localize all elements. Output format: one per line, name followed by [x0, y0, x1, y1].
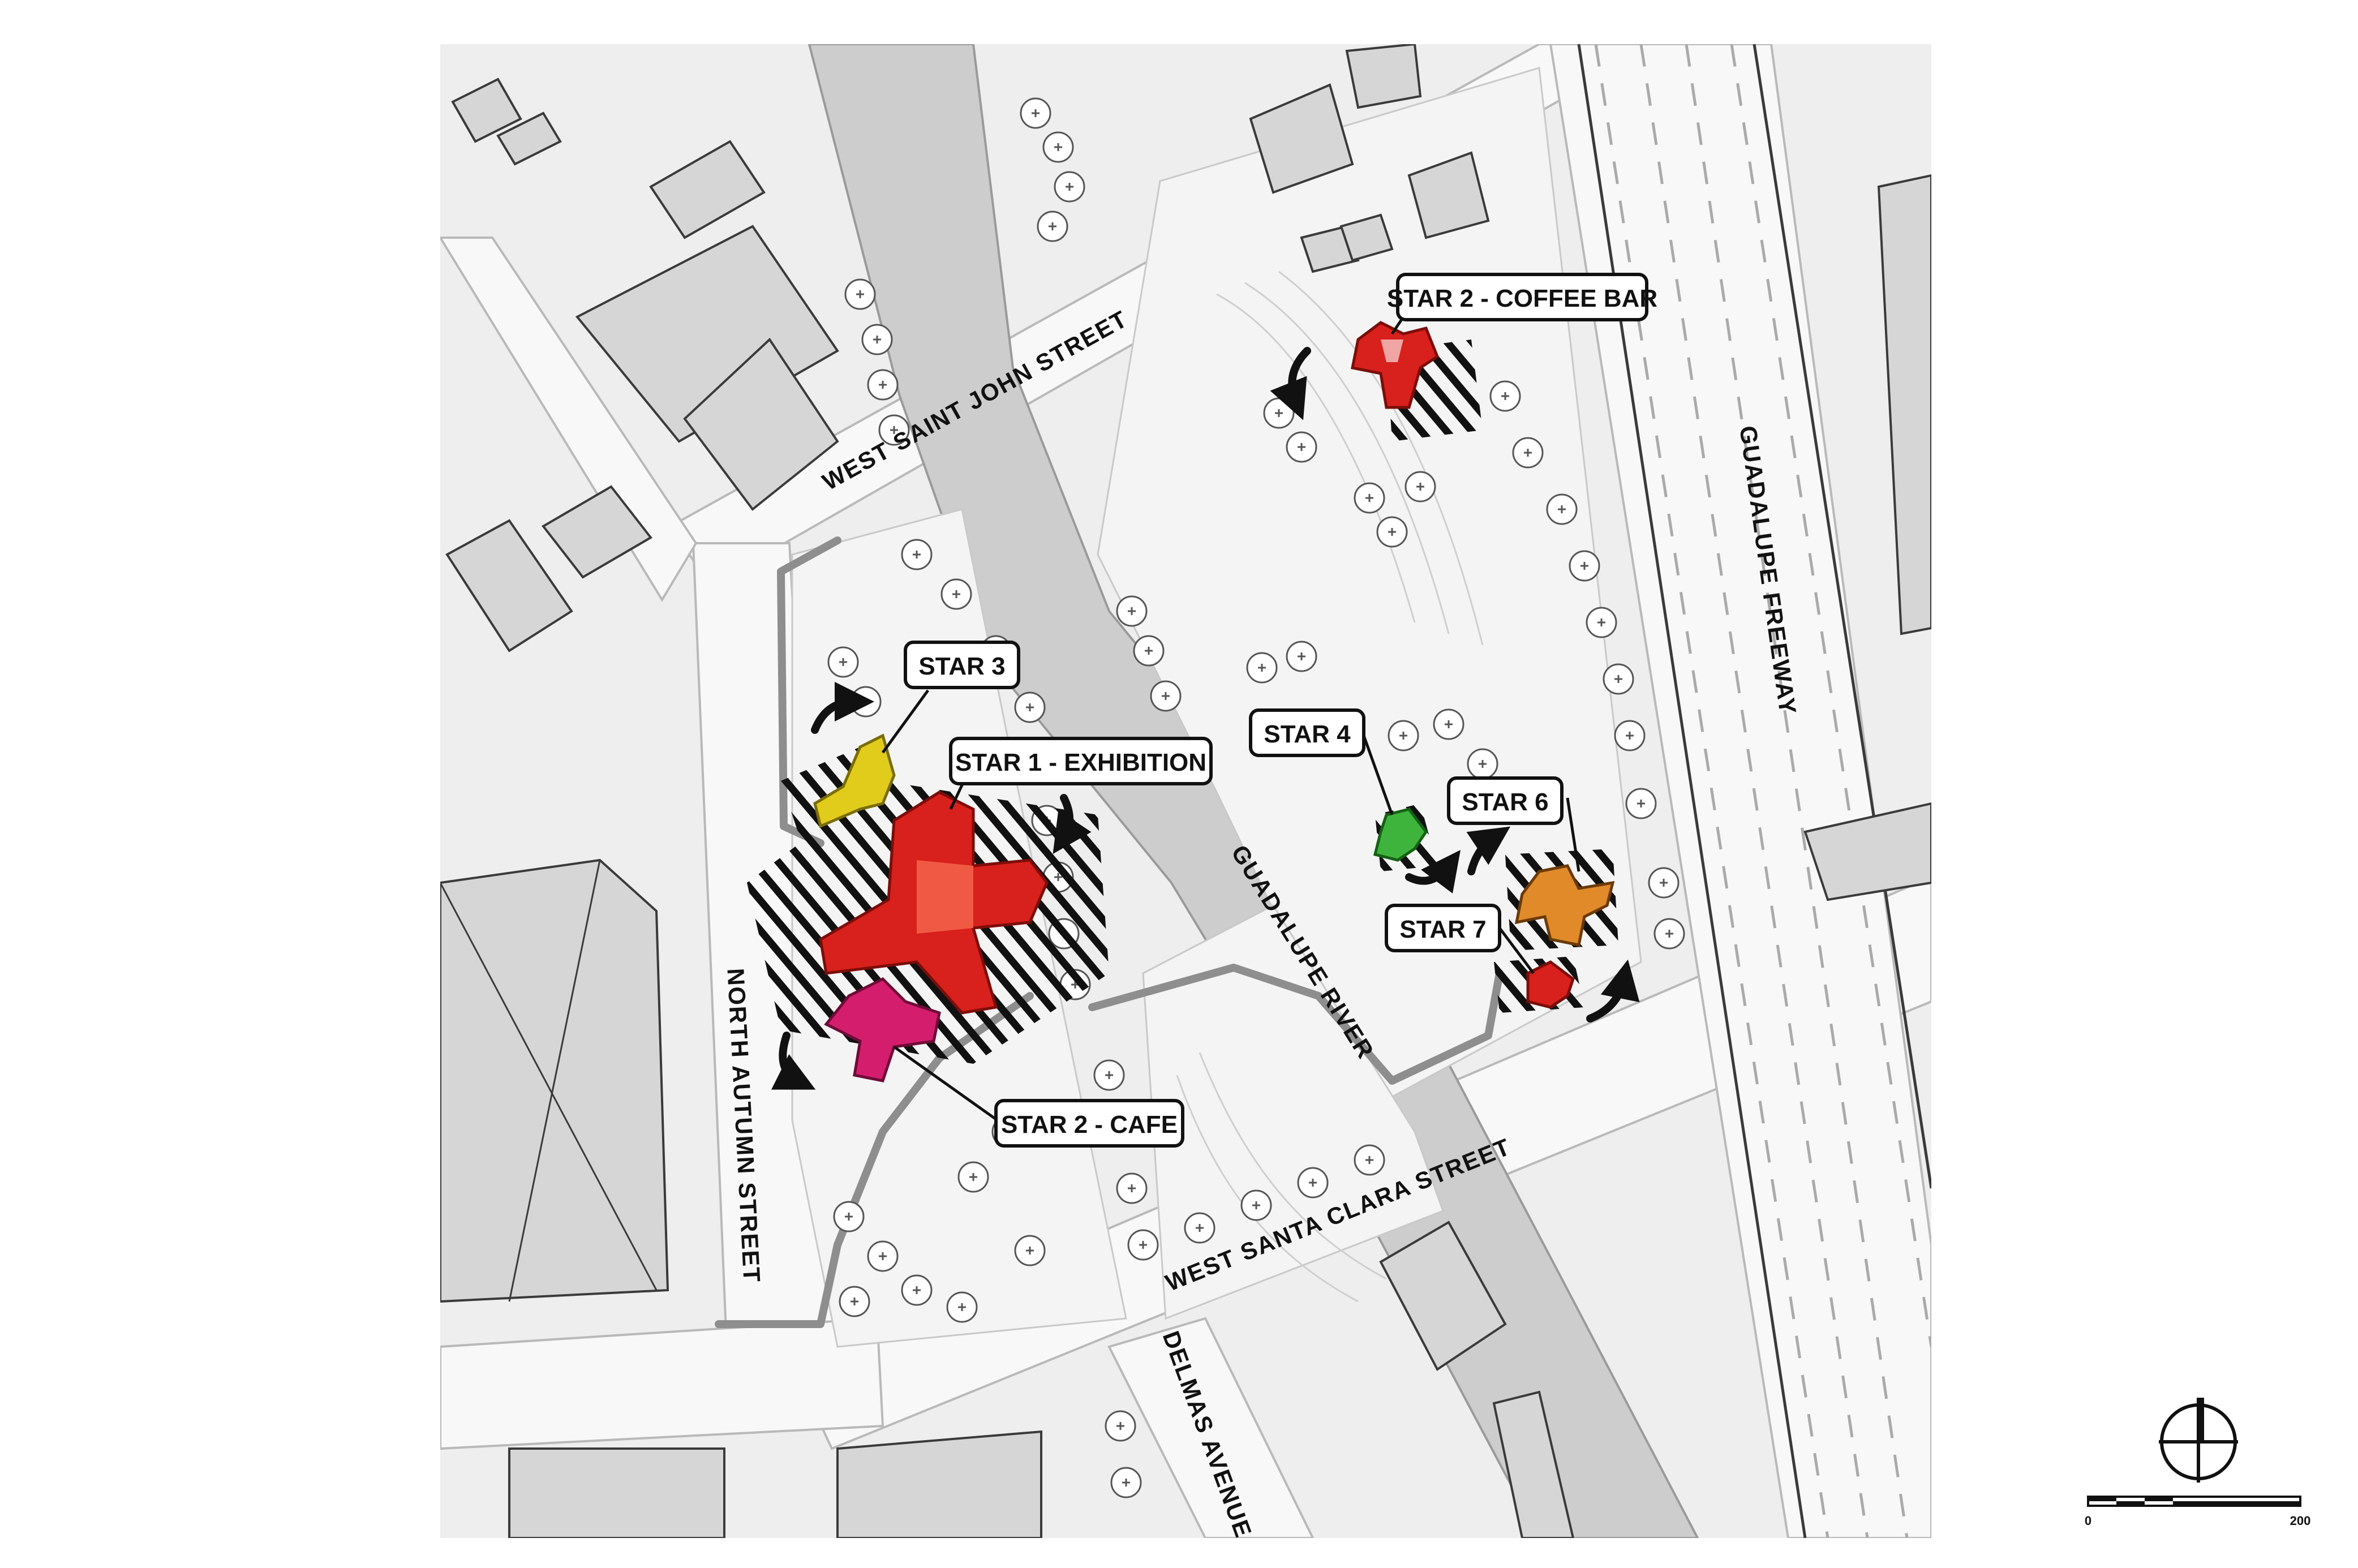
rotation-arrow-icon — [1405, 850, 1461, 894]
rotation-arrow-icon — [1466, 826, 1511, 875]
guadalupe-freeway-road — [1549, 44, 1931, 1538]
svg-text:STAR 3: STAR 3 — [918, 652, 1005, 680]
callout-star-2-cafe: STAR 2 - CAFE — [994, 1099, 1184, 1148]
scale-bar: 0 200 — [2085, 1496, 2311, 1528]
scale-min-label: 0 — [2085, 1514, 2091, 1528]
rotation-arrow-icon — [1053, 794, 1092, 854]
svg-text:STAR 2 - CAFE: STAR 2 - CAFE — [1001, 1111, 1178, 1139]
diagonal-street-road — [440, 237, 698, 602]
callout-star-7: STAR 7 — [1385, 904, 1501, 952]
north-arrow-icon — [2159, 1398, 2238, 1483]
star-6-pavilion — [1514, 864, 1615, 947]
star-7-pavilion — [1526, 960, 1575, 1009]
rotation-arrow-icons — [771, 347, 1640, 1090]
star-4-pavilion — [1373, 807, 1428, 862]
svg-text:STAR 2 - COFFEE BAR: STAR 2 - COFFEE BAR — [1387, 285, 1657, 312]
star-pavilions — [813, 321, 1615, 1082]
rotation-arrow-icon — [771, 1032, 816, 1090]
svg-text:STAR 7: STAR 7 — [1399, 916, 1486, 943]
callout-star-3: STAR 3 — [904, 641, 1020, 689]
callout-star-1-exhibition: STAR 1 - EXHIBITION — [949, 737, 1213, 785]
callout-star-4: STAR 4 — [1249, 708, 1365, 757]
map-area: WEST SAINT JOHN STREET GUADALUPE FREEWAY… — [440, 44, 1931, 1538]
rotation-arrow-icon — [1270, 347, 1311, 420]
delmas-avenue-road — [1107, 1317, 1315, 1538]
rotation-arrow-icon — [811, 682, 874, 734]
callout-star-2-coffee-bar: STAR 2 - COFFEE BAR — [1387, 273, 1657, 321]
callout-labels: STAR 2 - COFFEE BAR STAR 3 STAR 1 - EXHI… — [904, 273, 1657, 1148]
star-1-exhibition-pavilion — [819, 791, 1049, 1015]
svg-text:STAR 4: STAR 4 — [1264, 720, 1351, 748]
svg-text:STAR 6: STAR 6 — [1462, 788, 1548, 816]
scale-max-label: 200 — [2290, 1514, 2311, 1528]
svg-text:STAR 1 - EXHIBITION: STAR 1 - EXHIBITION — [955, 749, 1206, 776]
contour-lines — [1176, 270, 1484, 1303]
callout-star-6: STAR 6 — [1447, 776, 1564, 825]
rotation-arrow-icon — [1586, 959, 1640, 1023]
